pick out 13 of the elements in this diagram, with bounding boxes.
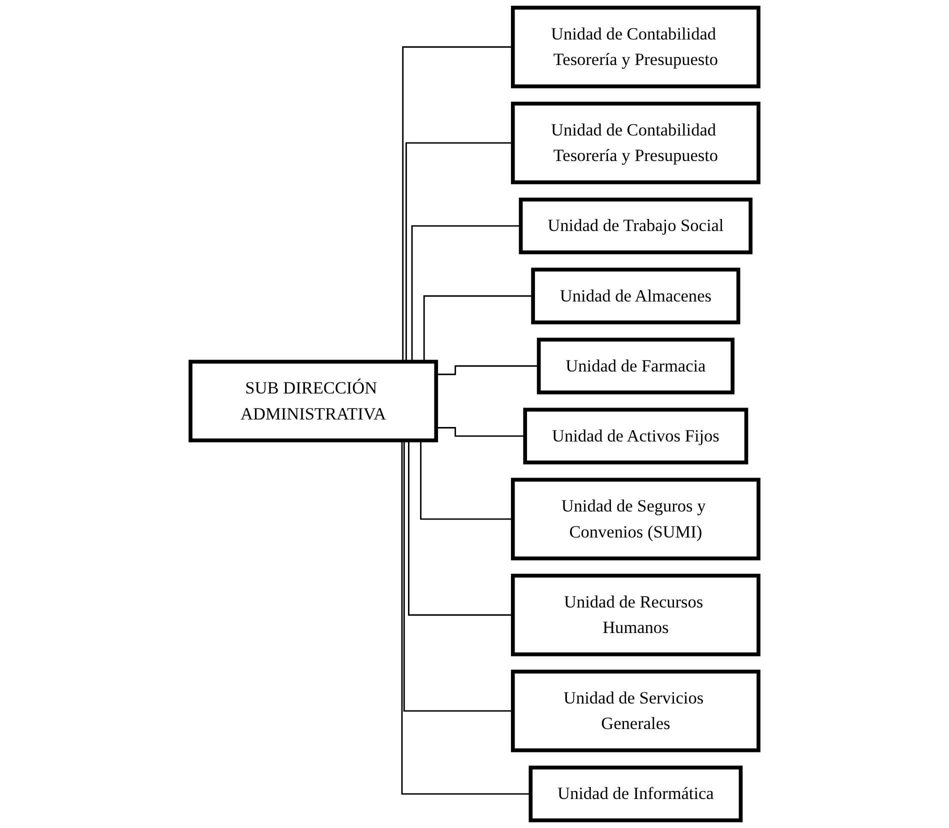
node-box: Unidad de Servicios Generales bbox=[510, 670, 760, 752]
node-box: Unidad de Contabilidad Tesorería y Presupuesto bbox=[510, 6, 760, 88]
node-box: Unidad de Contabilidad Tesorería y Presupuesto bbox=[510, 102, 760, 184]
node-box: Unidad de Seguros y Convenios (SUMI) bbox=[510, 478, 760, 560]
connector bbox=[436, 427, 526, 437]
node-box: Unidad de Activos Fijos bbox=[523, 408, 748, 464]
node-box: Unidad de Informática bbox=[528, 766, 743, 822]
node-box: Unidad de Almacenes bbox=[531, 268, 740, 324]
connector bbox=[436, 365, 539, 376]
node-box: Unidad de Farmacia bbox=[536, 338, 734, 394]
node-box: Unidad de Trabajo Social bbox=[518, 198, 752, 254]
node-box: SUB DIRECCIÓN ADMINISTRATIVA bbox=[188, 360, 438, 442]
node-box: Unidad de Recursos Humanos bbox=[510, 574, 760, 656]
